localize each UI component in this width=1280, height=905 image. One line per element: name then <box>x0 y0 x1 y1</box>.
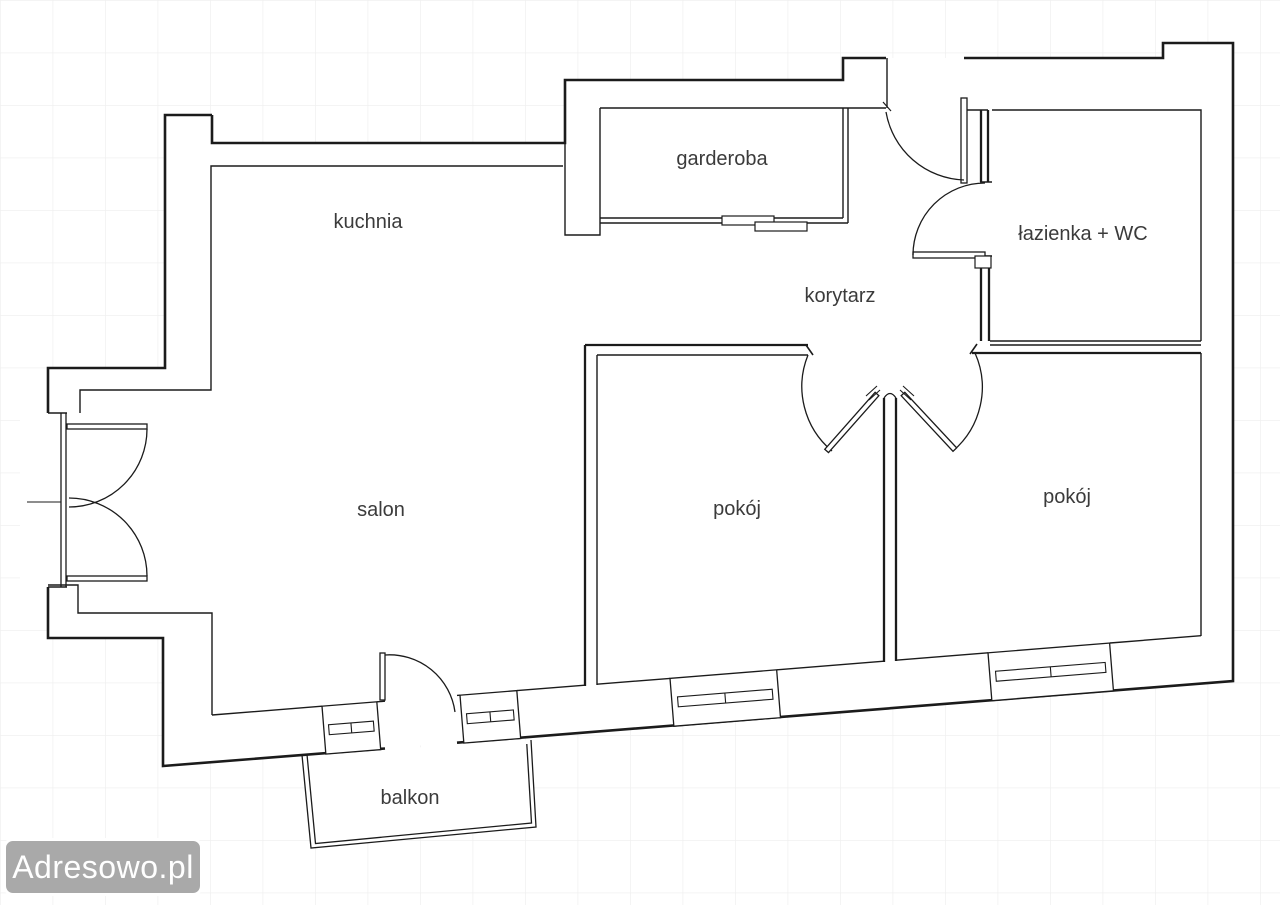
french-door <box>27 413 148 587</box>
room-label-lazienka: łazienka + WC <box>1018 223 1148 245</box>
room-label-korytarz: korytarz <box>804 285 875 307</box>
room-label-pokoj-right: pokój <box>1043 486 1091 508</box>
room-label-balkon: balkon <box>381 787 440 809</box>
pokoj-left-door <box>801 344 880 454</box>
room-label-salon: salon <box>357 499 405 521</box>
salon-window-right <box>459 689 522 744</box>
salon-window-left <box>321 701 382 755</box>
bathroom-door <box>912 182 992 269</box>
windows <box>321 642 1115 755</box>
garderoba-sliding-door <box>721 215 808 232</box>
entry-door <box>882 97 968 184</box>
pokoj-right-door <box>865 343 983 453</box>
room-label-garderoba: garderoba <box>676 148 768 170</box>
balcony-door <box>379 652 456 713</box>
watermark-text: Adresowo.pl <box>12 848 194 885</box>
interior-walls <box>583 110 1201 686</box>
balcony-outline <box>301 739 537 849</box>
room-labels: kuchnia garderoba łazienka + WC korytarz… <box>334 148 1148 809</box>
room-label-pokoj-left: pokój <box>713 498 761 520</box>
room-label-kuchnia: kuchnia <box>334 211 404 233</box>
pokoj-right-window <box>987 642 1115 702</box>
inner-wall-lines <box>48 58 1202 716</box>
plan-fill <box>20 43 1233 848</box>
doors <box>27 97 992 713</box>
pokoj-left-window <box>669 669 782 727</box>
watermark-badge: Adresowo.pl <box>3 838 203 896</box>
